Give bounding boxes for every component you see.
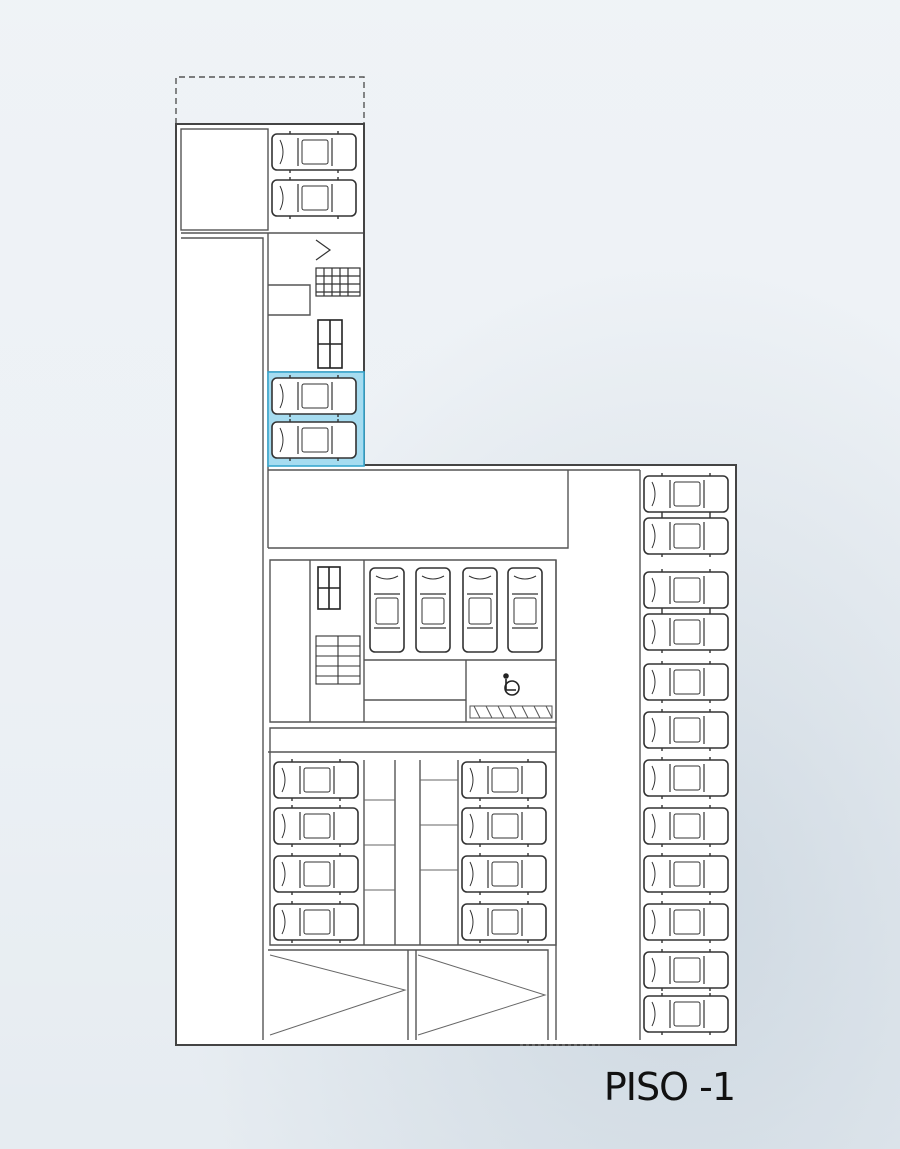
car-icon — [271, 176, 357, 220]
car-icon — [273, 852, 359, 896]
elevator-icon — [317, 566, 341, 610]
car-icon — [643, 852, 729, 896]
car-icon — [643, 514, 729, 558]
car-icon — [643, 948, 729, 992]
elevator-icon — [317, 319, 343, 369]
car-icon — [643, 900, 729, 944]
car-icon — [643, 804, 729, 848]
car-icon — [507, 567, 543, 653]
interior-walls — [180, 128, 641, 1040]
ramp-lines — [269, 954, 547, 1036]
car-icon — [643, 610, 729, 654]
car-icon — [643, 708, 729, 752]
car-icon — [273, 804, 359, 848]
car-icon — [461, 804, 547, 848]
storage-cells — [364, 779, 458, 891]
car-icon — [271, 374, 357, 418]
car-icon — [415, 567, 451, 653]
car-icon — [271, 418, 357, 462]
car-icon — [271, 130, 357, 174]
car-icon — [462, 567, 498, 653]
dashed-boundary — [175, 76, 365, 124]
car-icon — [461, 758, 547, 802]
car-icon — [643, 992, 729, 1036]
car-icon — [643, 472, 729, 516]
stairs-icon — [315, 635, 361, 685]
car-icon — [643, 756, 729, 800]
car-icon — [643, 660, 729, 704]
car-icon — [273, 900, 359, 944]
hatched-strip — [469, 705, 553, 719]
car-icon — [273, 758, 359, 802]
car-icon — [643, 568, 729, 612]
car-icon — [461, 852, 547, 896]
stairs-icon — [315, 239, 361, 297]
car-icon — [369, 567, 405, 653]
car-icon — [461, 900, 547, 944]
floor-label: PISO -1 — [603, 1065, 736, 1109]
wheelchair-icon — [503, 673, 520, 696]
